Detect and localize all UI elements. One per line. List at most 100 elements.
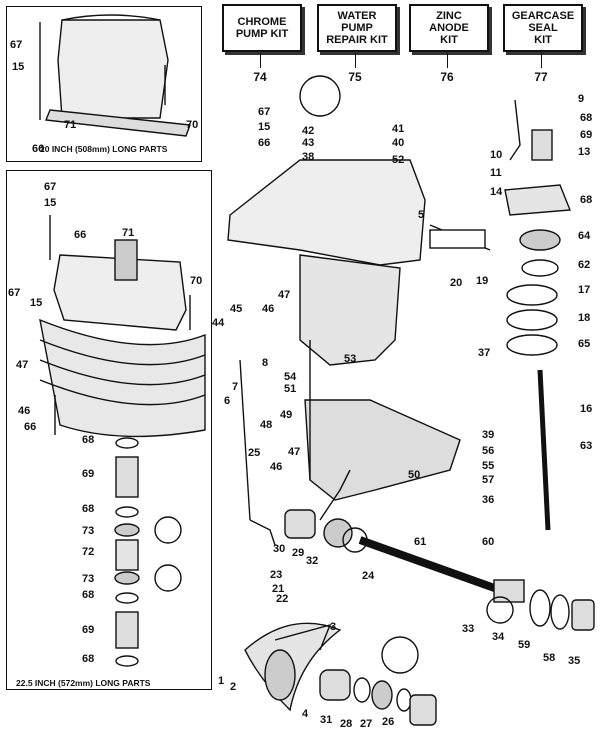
callout-69: 69 <box>82 468 94 480</box>
callout-29: 29 <box>292 547 304 559</box>
callout-57: 57 <box>482 474 494 486</box>
callout-23: 23 <box>270 569 282 581</box>
callout-24: 24 <box>362 570 375 582</box>
callout-39: 39 <box>482 429 494 441</box>
callout-55: 55 <box>482 460 494 472</box>
callout-36: 36 <box>482 494 494 506</box>
callout-68: 68 <box>82 589 94 601</box>
callout-31: 31 <box>320 714 332 726</box>
twenty-inch-parts-box <box>6 6 202 162</box>
callout-67: 67 <box>258 106 270 118</box>
callout-7: 7 <box>232 381 238 393</box>
callout-67: 67 <box>44 181 56 193</box>
callout-32: 32 <box>306 555 318 567</box>
callout-51: 51 <box>284 383 296 395</box>
kit-number-chrome: 74 <box>253 70 267 84</box>
gearcase-seal-kit-box: GEARCASE SEAL KIT <box>503 4 583 52</box>
callout-59: 59 <box>518 639 530 651</box>
callout-64: 64 <box>578 230 591 242</box>
callout-69: 69 <box>580 129 592 141</box>
callout-46: 46 <box>262 303 274 315</box>
callout-45: 45 <box>230 303 242 315</box>
callout-67: 67 <box>8 287 20 299</box>
callout-15: 15 <box>258 121 270 133</box>
zinc-anode-kit-box: ZINC ANODE KIT <box>409 4 489 52</box>
water-pump-repair-kit-box: WATER PUMP REPAIR KIT <box>317 4 397 52</box>
callout-14: 14 <box>490 186 503 198</box>
callout-60: 60 <box>482 536 494 548</box>
callout-73: 73 <box>82 525 94 537</box>
callout-54: 54 <box>284 371 297 383</box>
callout-63: 63 <box>580 440 592 452</box>
callout-21: 21 <box>272 583 284 595</box>
callout-42: 42 <box>302 125 314 137</box>
callout-18: 18 <box>578 312 590 324</box>
callout-67: 67 <box>10 39 22 51</box>
callout-71: 71 <box>64 119 76 131</box>
callout-15: 15 <box>12 61 24 73</box>
callout-6: 6 <box>224 395 230 407</box>
callout-15: 15 <box>44 197 56 209</box>
callout-22: 22 <box>276 593 288 605</box>
callout-69: 69 <box>82 624 94 636</box>
callout-73: 73 <box>82 573 94 585</box>
kit-number-gearcase: 77 <box>534 70 548 84</box>
callout-30: 30 <box>273 543 285 555</box>
callout-72: 72 <box>82 546 94 558</box>
callout-27: 27 <box>360 718 372 730</box>
callout-62: 62 <box>578 259 590 271</box>
kit-leader <box>355 53 356 68</box>
twenty-two-inch-caption: 22.5 INCH (572mm) LONG PARTS <box>16 678 151 688</box>
callout-66: 66 <box>74 229 86 241</box>
callout-56: 56 <box>482 445 494 457</box>
callout-68: 68 <box>82 503 94 515</box>
callout-49: 49 <box>280 409 292 421</box>
callout-48: 48 <box>260 419 272 431</box>
callout-37: 37 <box>478 347 490 359</box>
callout-35: 35 <box>568 655 580 667</box>
callout-4: 4 <box>302 708 309 720</box>
callout-68: 68 <box>82 434 94 446</box>
callout-66: 66 <box>258 137 270 149</box>
callout-53: 53 <box>344 353 356 365</box>
callout-43: 43 <box>302 137 314 149</box>
callout-26: 26 <box>382 716 394 728</box>
callout-33: 33 <box>462 623 474 635</box>
callout-47: 47 <box>278 289 290 301</box>
callout-65: 65 <box>578 338 590 350</box>
callout-38: 38 <box>302 151 314 163</box>
callout-17: 17 <box>578 284 590 296</box>
callout-9: 9 <box>578 93 584 105</box>
callout-68: 68 <box>82 653 94 665</box>
kit-leader <box>447 53 448 68</box>
callout-3: 3 <box>330 621 336 633</box>
kit-number-zinc: 76 <box>440 70 454 84</box>
callout-40: 40 <box>392 137 404 149</box>
callout-46: 46 <box>270 461 282 473</box>
callout-2: 2 <box>230 681 236 693</box>
twenty-two-inch-parts-box <box>6 170 212 690</box>
callout-68: 68 <box>580 194 592 206</box>
callout-34: 34 <box>492 631 505 643</box>
callout-25: 25 <box>248 447 260 459</box>
callout-47: 47 <box>288 446 300 458</box>
callout-70: 70 <box>186 119 198 131</box>
callout-15: 15 <box>30 297 42 309</box>
chrome-pump-kit-box: CHROME PUMP KIT <box>222 4 302 52</box>
twenty-inch-caption: 20 INCH (508mm) LONG PARTS <box>40 144 168 154</box>
callout-44: 44 <box>212 317 225 329</box>
callout-66: 66 <box>32 143 44 155</box>
kit-leader <box>541 53 542 68</box>
callout-16: 16 <box>580 403 592 415</box>
callout-68: 68 <box>580 112 592 124</box>
callout-1: 1 <box>218 675 224 687</box>
callout-58: 58 <box>543 652 555 664</box>
callout-5: 5 <box>418 209 424 221</box>
callout-11: 11 <box>490 167 502 179</box>
kit-number-water: 75 <box>348 70 362 84</box>
callout-47: 47 <box>16 359 28 371</box>
callout-71: 71 <box>122 227 134 239</box>
callout-13: 13 <box>578 146 590 158</box>
callout-66: 66 <box>24 421 36 433</box>
